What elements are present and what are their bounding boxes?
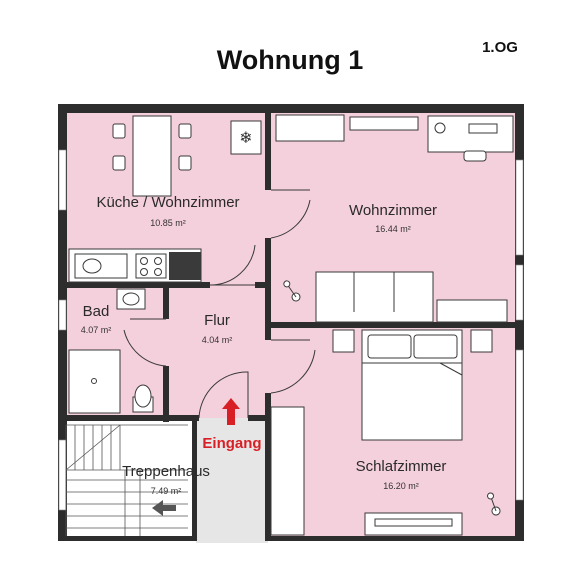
entrance-label: Eingang (202, 435, 261, 452)
windows (58, 149, 524, 511)
monitor (468, 123, 498, 134)
toilet-bowl (134, 384, 152, 408)
window-bedroom-right (515, 349, 524, 501)
bath-sink (116, 288, 146, 310)
nightstand-right (470, 329, 493, 353)
window-bath-left (58, 299, 67, 331)
wall-hall-bottom-2 (248, 415, 271, 421)
wall-hall-right-2 (265, 393, 271, 541)
stairs-area: 7.49 m² (151, 486, 182, 496)
hall-area: 4.04 m² (202, 335, 233, 345)
sofa (315, 271, 434, 323)
door-entrance (198, 371, 249, 419)
window-stairs-left (58, 439, 67, 511)
living-shelf (436, 299, 508, 323)
living-area: 16.44 m² (375, 224, 411, 234)
pillow-left (367, 334, 412, 359)
floor-lamp-living (283, 280, 301, 302)
shower-drain (91, 378, 97, 384)
wall-hall-right-1 (265, 330, 271, 340)
living-name: Wohnzimmer (349, 202, 437, 219)
bed-cover-fold (439, 362, 463, 376)
wall-stairs-right (192, 418, 197, 541)
entrance-arrow (222, 398, 240, 425)
door-kitchen-hall (209, 244, 256, 286)
wall-bath-hall-1 (163, 285, 169, 319)
outer-wall-top (58, 104, 524, 113)
desk-chair (463, 150, 487, 162)
wall-bath-hall-2 (163, 366, 169, 422)
hall-floor (166, 285, 268, 418)
wall-kitchen-bottom-2 (255, 282, 271, 288)
living-furniture (275, 114, 514, 323)
plan-title: Wohnung 1 (217, 45, 363, 75)
bath-area: 4.07 m² (81, 325, 112, 335)
door-hall-bedroom (270, 339, 316, 394)
hall-name: Flur (204, 312, 230, 329)
kitchen-name: Küche / Wohnzimmer (96, 194, 239, 211)
window-living-right-1 (515, 159, 524, 256)
wall-kitchen-bottom-1 (58, 282, 210, 288)
desk (427, 115, 514, 153)
cooktop (135, 253, 167, 279)
burner-1 (140, 257, 148, 265)
chair-4 (178, 155, 192, 171)
bench-shelf (374, 518, 453, 527)
kitchen-furniture: ❄ (68, 115, 262, 283)
nightstand-left (332, 329, 355, 353)
wardrobe (270, 406, 305, 536)
floor-label: 1.OG (482, 39, 518, 56)
sink (74, 253, 128, 279)
floor-lamp-bedroom (487, 492, 501, 516)
bedroom-furniture (270, 329, 501, 536)
wall-bath-bottom (58, 415, 196, 421)
burner-2 (154, 257, 162, 265)
fan-icon: ❄ (239, 128, 252, 147)
dining-table (132, 115, 172, 197)
sideboard (275, 114, 345, 142)
doors (123, 189, 316, 419)
chair-2 (112, 155, 126, 171)
outer-wall-bottom-left (58, 536, 196, 541)
door-kitchen-living (270, 189, 311, 239)
stair-direction-arrow (152, 500, 176, 516)
shower (68, 349, 121, 414)
window-living-right-2 (515, 264, 524, 321)
burner-4 (154, 268, 162, 276)
desk-lamp (434, 122, 446, 134)
window-kitchen-left (58, 149, 67, 211)
pillow-right (413, 334, 458, 359)
bath-name: Bad (83, 303, 110, 320)
chair-3 (178, 123, 192, 139)
door-bath-hall (123, 318, 167, 367)
wall-kitchen-living-1 (265, 113, 271, 190)
wall-hall-bottom-1 (163, 415, 199, 421)
wall-living-bedroom (268, 322, 524, 328)
kitchen-area: 10.85 m² (150, 218, 186, 228)
corridor-floor (196, 418, 268, 543)
appliance-dark (169, 252, 201, 280)
stove-top-cabinet (230, 120, 262, 155)
tv-bench (349, 116, 419, 131)
sink-basin (82, 258, 102, 274)
bedroom-name: Schlafzimmer (356, 458, 447, 475)
room-labels: Küche / Wohnzimmer 10.85 m² Wohnzimmer 1… (81, 194, 447, 496)
outer-wall-bottom-right (268, 536, 524, 541)
chair-1 (112, 123, 126, 139)
burner-3 (140, 268, 148, 276)
bath-fixtures (68, 288, 154, 414)
staircase (65, 424, 188, 536)
bedroom-area: 16.20 m² (383, 481, 419, 491)
bath-sink-basin (122, 292, 140, 306)
stairs-name: Treppenhaus (122, 463, 210, 480)
bedroom-bench (364, 512, 463, 536)
